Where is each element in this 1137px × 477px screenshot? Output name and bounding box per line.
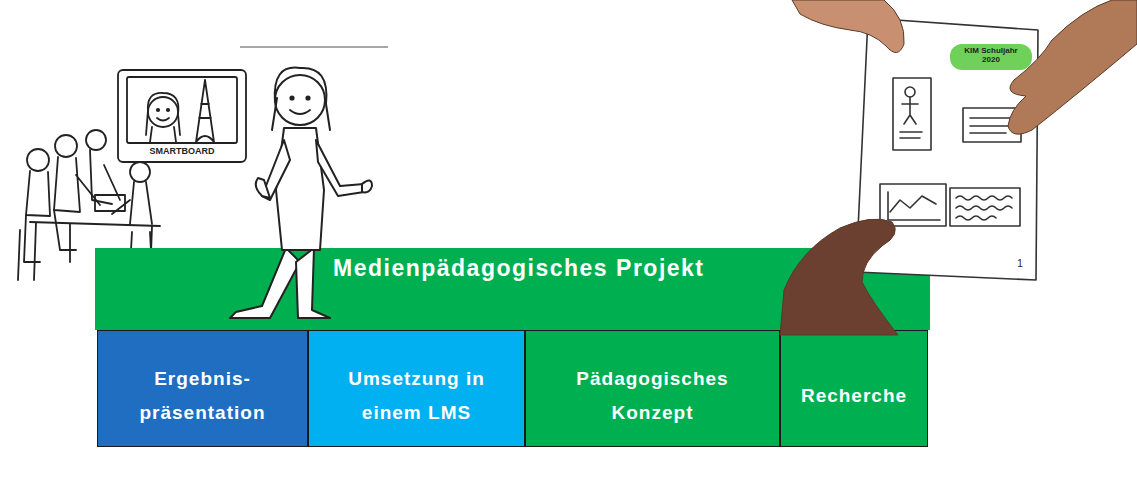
- classroom-sketch-part: [54, 157, 100, 212]
- paper-sheet-part: [970, 118, 1014, 133]
- presenter-figure-part: [275, 75, 325, 125]
- hands-part: [792, 0, 904, 53]
- classroom-sketch-part: [18, 215, 40, 280]
- classroom-sketch-part: [127, 77, 237, 143]
- presenter-figure-part: [256, 178, 270, 198]
- band-title: Medienpädagogisches Projekt: [333, 248, 705, 288]
- classroom-sketch-part: [196, 80, 214, 142]
- classroom-sketch-part: [130, 162, 150, 182]
- classroom-sketch-part: [27, 149, 49, 171]
- paper-sheet: [856, 18, 1038, 280]
- project-band: Medienpädagogisches Projekt: [95, 248, 930, 330]
- presenter-figure-part: [262, 140, 290, 200]
- classroom-sketch-part: [148, 97, 178, 127]
- phase-title: Recherche: [801, 379, 907, 412]
- presenter-figure-part: [275, 68, 330, 130]
- phase-box: Ergebnis- präsentation: [97, 330, 308, 447]
- paper-sheet-part: [963, 108, 1021, 142]
- presenter-figure-part: [272, 98, 277, 130]
- paper-sheet-part: [956, 196, 1012, 220]
- presenter-figure-part: [316, 140, 364, 196]
- classroom-sketch-part: [55, 135, 77, 157]
- paper-sheet-part: [888, 192, 940, 220]
- page-number: 1: [1012, 258, 1028, 270]
- presenter-figure-part: [306, 96, 309, 99]
- classroom-sketch-part: [118, 70, 246, 162]
- classroom-sketch-part: [26, 171, 50, 216]
- paper-sheet-part: [950, 188, 1020, 226]
- classroom-sketch-part: [95, 195, 125, 211]
- classroom-sketch-part: [167, 109, 169, 111]
- classroom-sketch-part: [146, 110, 148, 135]
- phase-box: Recherche: [780, 330, 928, 447]
- top-line-part: [240, 46, 388, 48]
- phase-title: Umsetzung in einem LMS: [334, 362, 499, 429]
- presenter-figure-part: [290, 110, 310, 114]
- phase-title: Ergebnis- präsentation: [128, 362, 278, 429]
- classroom-sketch-part: [157, 109, 159, 111]
- paper-sheet-part: [880, 184, 946, 226]
- classroom-sketch-part: [157, 118, 169, 121]
- smartboard-label: SMARTBOARD: [127, 146, 237, 156]
- paper-sheet-part: [950, 44, 1032, 70]
- classroom-sketch-part: [86, 130, 106, 150]
- classroom-sketch-part: [54, 210, 76, 250]
- hands-part: [1008, 0, 1137, 134]
- presenter-figure-part: [362, 180, 372, 192]
- phase-box: Pädagogisches Konzept: [525, 330, 780, 447]
- classroom-sketch-part: [30, 222, 160, 226]
- phase-box: Umsetzung in einem LMS: [308, 330, 525, 447]
- phase-title: Pädagogisches Konzept: [563, 362, 743, 429]
- paper-sheet-part: [893, 78, 931, 150]
- paper-sheet-part: [900, 97, 922, 138]
- presenter-figure-part: [276, 128, 324, 250]
- classroom-sketch-part: [112, 182, 152, 224]
- top-line: [240, 46, 388, 48]
- classroom-sketch-part: [150, 127, 176, 142]
- paper-sheet-part: [905, 87, 915, 97]
- document-tag: KIM Schuljahr 2020: [958, 46, 1024, 64]
- paper-sheet-part: [856, 18, 1038, 280]
- presenter-figure-part: [290, 96, 293, 99]
